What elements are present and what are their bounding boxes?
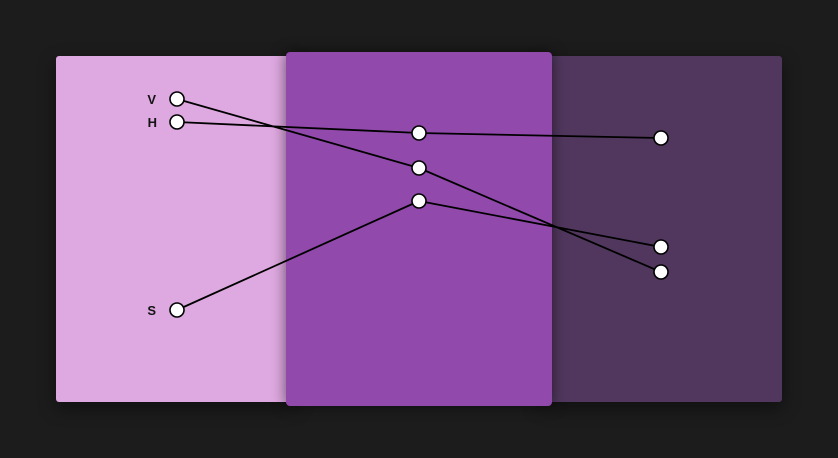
node-label-v: V [147,92,156,107]
node-right-bottom[interactable] [653,264,669,280]
left-column-panel [56,56,296,402]
link-middle-to-right-lower [418,167,662,273]
node-h[interactable] [169,114,185,130]
node-right-top[interactable] [653,130,669,146]
link-h-to-middle [176,121,420,134]
node-label-s: S [147,303,156,318]
node-middle-top[interactable] [411,125,427,141]
node-v[interactable] [169,91,185,107]
link-s-to-middle [176,200,420,311]
node-label-h: H [147,115,157,130]
link-middle-to-right-middle [418,200,662,248]
node-middle-center[interactable] [411,160,427,176]
node-right-middle[interactable] [653,239,669,255]
link-middle-to-right-top [418,132,662,139]
link-v-to-middle [176,98,420,169]
node-middle-bottom[interactable] [411,193,427,209]
middle-column-panel [286,52,552,406]
node-s[interactable] [169,302,185,318]
right-column-panel [540,56,782,402]
